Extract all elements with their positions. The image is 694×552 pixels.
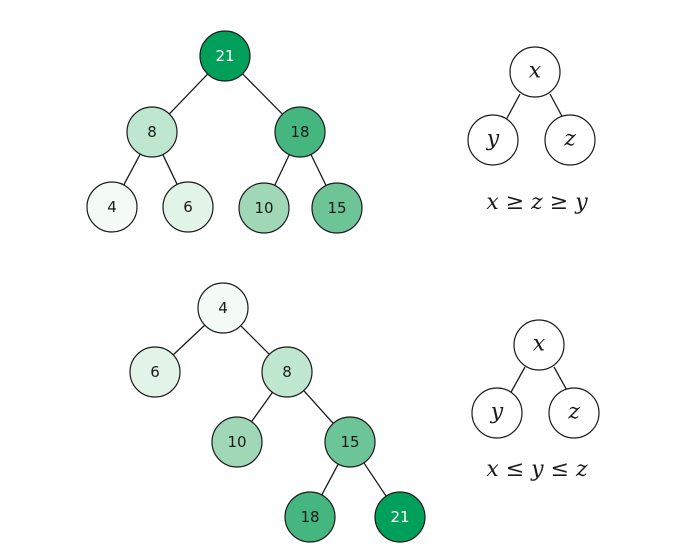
tree-edge [168,73,209,115]
legend-node-root [513,319,565,371]
tree-node-label: 6 [150,363,160,381]
tree-node-label: 18 [290,123,309,141]
legend-left-label: y [486,127,500,152]
tree-node-label: 21 [390,508,409,526]
legend-right-label: z [563,127,576,152]
tree-node-label: 10 [227,433,246,451]
tree-edge [240,325,270,355]
legend-node-root [509,46,561,98]
tree-node [199,30,251,82]
tree-node-label: 8 [282,363,292,381]
tree-edge [303,390,334,424]
binary-search-tree: 4 6 8 10 15 18 21 [129,282,426,543]
legend-node-right [548,387,600,439]
heap-property-formula: x ≥ z ≥ y [486,190,588,215]
tree-node [374,491,426,543]
tree-node [238,182,290,234]
bst-legend: x y z x ≤ y ≤ z [471,319,600,482]
max-heap-tree: 21 8 18 4 6 10 15 [86,30,363,234]
tree-node [284,491,336,543]
tree-node-label: 4 [218,299,228,317]
legend-edge [549,93,565,121]
tree-edge [310,154,327,186]
tree-node [162,181,214,233]
tree-node [274,106,326,158]
tree-node-label: 15 [327,199,346,217]
tree-edge [363,462,387,497]
tree-node [129,346,181,398]
legend-right-label: z [567,400,580,425]
tree-edge [172,324,206,356]
tree-node [126,106,178,158]
legend-edge [505,93,521,121]
tree-edge [251,391,273,423]
tree-edge [242,73,283,115]
legend-node-left [467,114,519,166]
tree-edge [274,154,290,186]
tree-node [86,181,138,233]
tree-node [261,346,313,398]
bst-property-formula: x ≤ y ≤ z [486,457,588,482]
tree-node-label: 8 [147,123,157,141]
tree-node [311,182,363,234]
tree-node-label: 15 [340,433,359,451]
legend-left-label: y [490,400,504,425]
tree-node [211,416,263,468]
tree-node-label: 6 [183,198,193,216]
legend-node-right [544,114,596,166]
tree-edge [162,154,178,185]
tree-node-label: 10 [254,199,273,217]
tree-node-label: 4 [107,198,117,216]
legend-edge [509,366,526,395]
tree-edge [123,153,141,186]
legend-node-left [471,387,523,439]
legend-root-label: x [533,332,546,357]
tree-node-label: 18 [300,508,319,526]
tree-node [324,416,376,468]
heap-legend: x y z x ≥ z ≥ y [467,46,596,215]
legend-root-label: x [529,59,542,84]
tree-node [197,282,249,334]
tree-edge [321,463,339,496]
tree-node-label: 21 [215,47,234,65]
